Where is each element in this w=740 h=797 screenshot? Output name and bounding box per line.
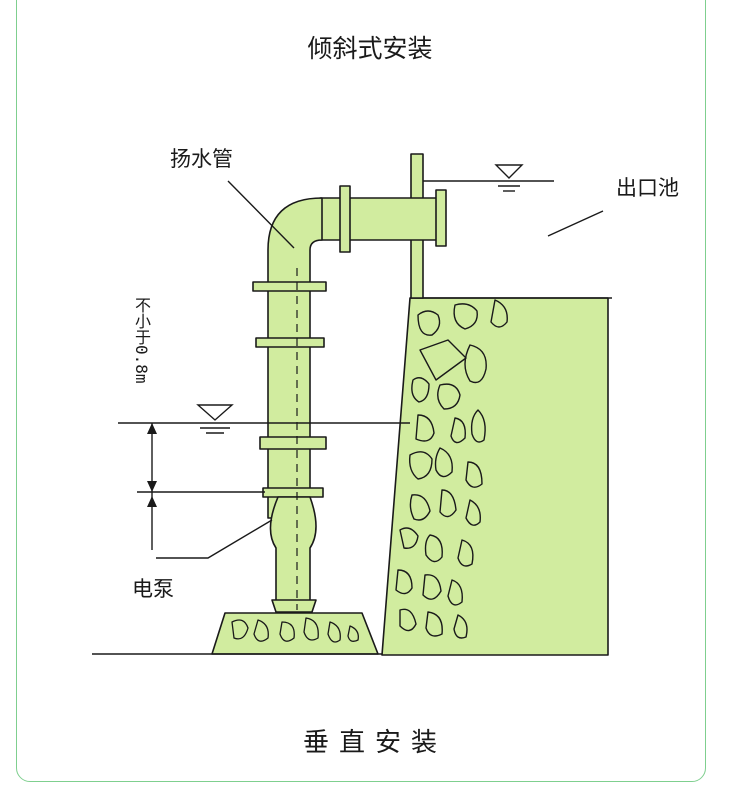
well-water-symbol	[196, 404, 234, 434]
riser-pipe	[267, 285, 311, 519]
card-frame	[16, 0, 706, 782]
riser-flange-3	[259, 436, 327, 450]
riser-flange-4	[262, 487, 324, 498]
outlet-pool-label: 出口池	[616, 176, 679, 200]
top-title: 倾斜式安装	[307, 34, 433, 63]
outlet-pool-leader	[547, 210, 604, 237]
bottom-title: 垂直安装	[302, 728, 447, 758]
riser-flange-2	[255, 337, 325, 348]
depth-note-label: 不小于0.8m	[132, 297, 151, 384]
riser-pipe-leader	[227, 180, 295, 249]
pump-label: 电泵	[132, 577, 174, 601]
pool-water-symbol	[494, 164, 524, 192]
riser-flange-1	[252, 281, 327, 292]
flange-left	[339, 185, 351, 253]
flange-right	[435, 189, 447, 247]
pump-body	[269, 496, 317, 603]
wall-rubble	[395, 299, 508, 639]
horizontal-pipe	[319, 197, 441, 241]
base-rubble	[231, 617, 359, 643]
pipe-elbow	[267, 197, 323, 287]
pump-intake	[271, 599, 317, 613]
depth-arrow-up	[147, 423, 157, 434]
pump-base	[211, 612, 379, 655]
riser-pipe-label: 扬水管	[170, 147, 233, 171]
depth-arrow-down	[147, 481, 157, 492]
pump-leader	[156, 519, 273, 559]
pump-arrow-up	[147, 496, 157, 507]
